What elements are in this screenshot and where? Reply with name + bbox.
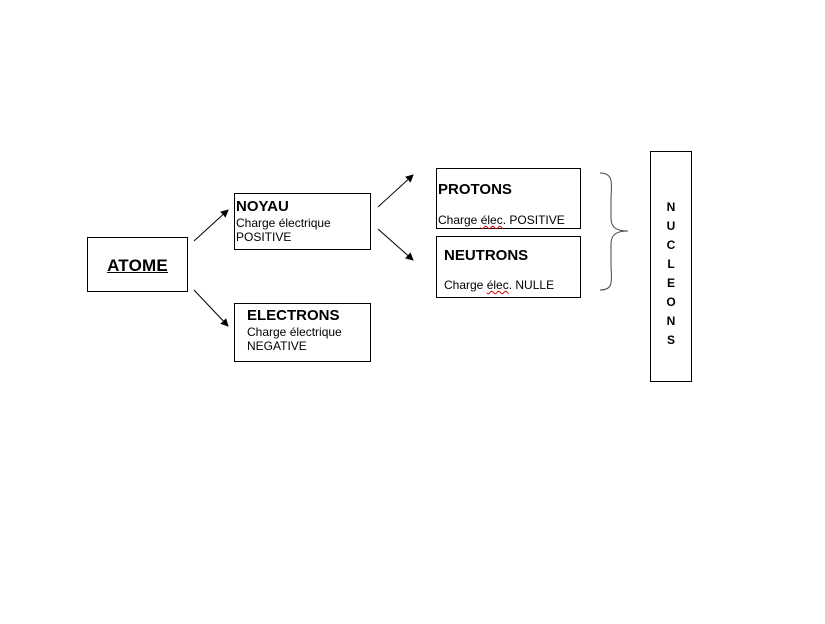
noyau-box: NOYAU Charge électrique POSITIVE — [234, 193, 371, 250]
electrons-charge-value: NEGATIVE — [247, 339, 307, 353]
atome-box: ATOME — [87, 237, 188, 292]
electrons-charge-label: Charge électrique — [247, 325, 342, 339]
noyau-charge-value: POSITIVE — [236, 230, 292, 244]
nucleons-letter: S — [666, 333, 675, 347]
noyau-charge-label: Charge électrique — [236, 216, 331, 230]
nucleons-letter: N — [666, 200, 676, 214]
protons-box: PROTONS Charge élec. POSITIVE — [436, 168, 581, 229]
nucleons-letter: E — [666, 276, 675, 290]
nucleons-letter: N — [666, 314, 676, 328]
neutrons-charge-prefix: Charge — [444, 278, 487, 292]
arrow-noyau-to-neutrons — [377, 228, 414, 261]
protons-title: PROTONS — [438, 181, 512, 198]
nucleons-box: N U C L E O N S — [650, 151, 692, 382]
arrow-atome-to-noyau — [193, 209, 229, 242]
nucleons-letter: O — [666, 295, 676, 309]
neutrons-charge-suffix: . NULLE — [508, 278, 555, 292]
neutrons-box: NEUTRONS Charge élec. NULLE — [436, 236, 581, 298]
neutrons-title: NEUTRONS — [444, 247, 529, 264]
noyau-title: NOYAU — [236, 198, 289, 215]
neutrons-charge: Charge élec. NULLE — [444, 278, 554, 292]
nucleons-letter: U — [666, 219, 676, 233]
curly-brace — [599, 172, 629, 291]
nucleons-letter: C — [666, 238, 676, 252]
protons-charge-suffix: . POSITIVE — [502, 213, 565, 227]
arrow-atome-to-electrons — [193, 289, 229, 327]
protons-charge-prefix: Charge — [438, 213, 481, 227]
atome-label: ATOME — [107, 256, 168, 275]
electrons-title: ELECTRONS — [247, 307, 340, 324]
electrons-box: ELECTRONS Charge électrique NEGATIVE — [234, 303, 371, 362]
protons-charge-word: élec — [480, 213, 503, 227]
neutrons-charge-word: élec — [486, 278, 509, 292]
arrow-noyau-to-protons — [377, 174, 414, 208]
protons-charge: Charge élec. POSITIVE — [438, 213, 565, 227]
nucleons-label: N U C L E O N S — [651, 198, 691, 350]
nucleons-letter: L — [667, 257, 675, 271]
